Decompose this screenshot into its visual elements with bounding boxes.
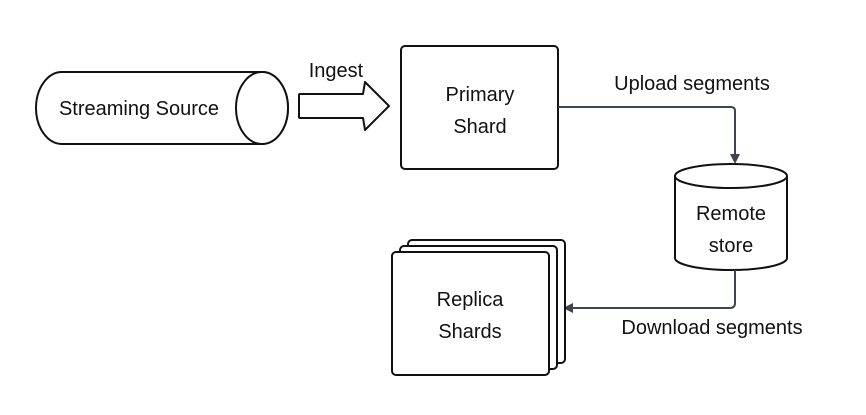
streaming-source-label: Streaming Source <box>59 98 219 120</box>
remote-store-cylinder-body <box>674 176 788 271</box>
replica-shards-label-line1: Replica <box>437 289 505 311</box>
primary-shard-label-line2: Shard <box>453 116 506 138</box>
replica-shards-label-line2: Shards <box>438 321 501 343</box>
replica-shard-card-front <box>391 251 550 376</box>
primary-shard-label-line1: Primary <box>446 84 515 106</box>
upload-label: Upload segments <box>614 73 770 95</box>
remote-store-cylinder-top <box>674 163 788 189</box>
primary-shard-box <box>400 45 559 170</box>
download-label: Download segments <box>621 317 802 339</box>
upload-connector <box>558 106 740 164</box>
remote-store-node: Remote store <box>674 163 788 271</box>
ingest-label: Ingest <box>309 60 364 82</box>
remote-store-label-line2: store <box>709 235 753 257</box>
ingest-edge: Ingest <box>298 60 390 131</box>
replica-shards-node: Replica Shards <box>391 239 566 376</box>
ingest-block-arrow <box>298 81 390 131</box>
download-edge: Download segments <box>563 270 803 339</box>
streaming-source-node: Streaming Source <box>35 71 289 145</box>
upload-edge: Upload segments <box>558 73 770 164</box>
primary-shard-node: Primary Shard <box>400 45 559 170</box>
download-connector <box>563 270 736 313</box>
remote-store-label-line1: Remote <box>696 203 766 225</box>
streaming-source-cylinder-cap <box>235 71 289 145</box>
